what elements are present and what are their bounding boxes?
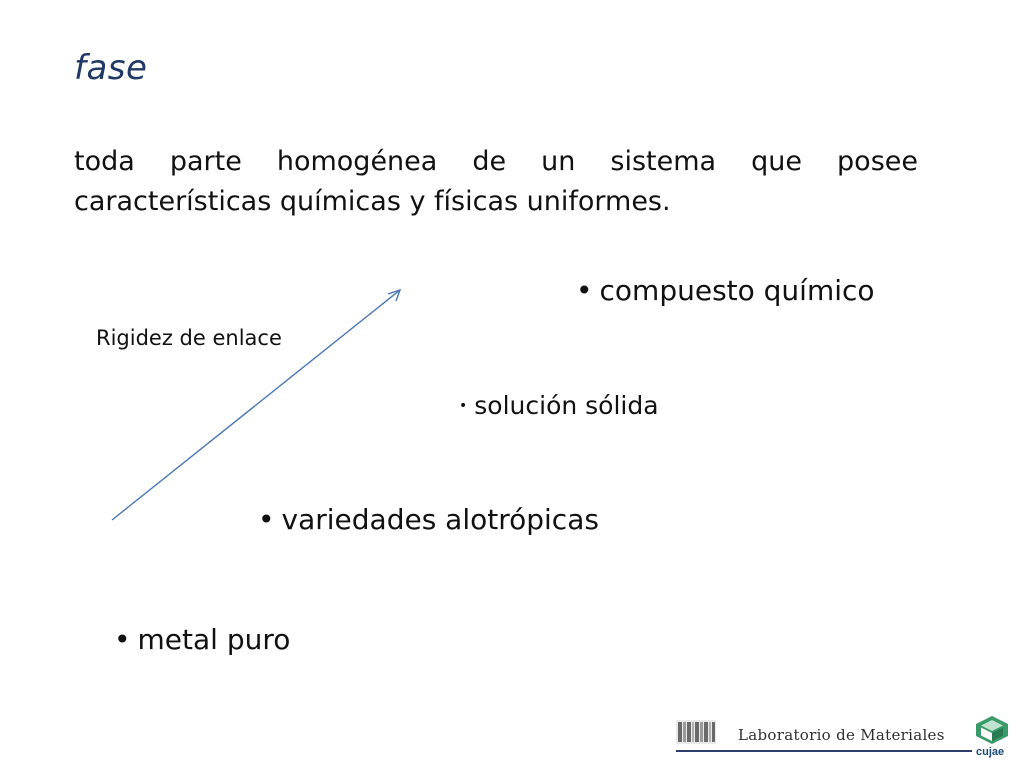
bullet-variedades-alotropicas: •variedades alotrópicas xyxy=(258,503,599,536)
arrowhead-icon xyxy=(387,288,402,302)
cujae-text: cujae xyxy=(976,746,1005,758)
bullet-label: compuesto químico xyxy=(599,274,875,307)
bullet-label: variedades alotrópicas xyxy=(281,503,599,536)
slide-title: fase xyxy=(74,48,148,88)
lm-logo-icon xyxy=(676,720,716,744)
bullet-compuesto-quimico: •compuesto químico xyxy=(576,274,875,307)
arrow-line xyxy=(111,289,401,521)
bullet-label: solución sólida xyxy=(474,391,659,420)
footer-branding: Laboratorio de Materiales cujae xyxy=(676,713,1018,759)
arrow-label: Rigidez de enlace xyxy=(96,326,282,350)
bullet-solucion-solida: • solución sólida xyxy=(459,391,659,420)
footer-rule xyxy=(676,750,972,752)
cujae-logo-icon xyxy=(976,716,1008,744)
lab-name: Laboratorio de Materiales xyxy=(738,726,945,744)
bullet-dot: • xyxy=(576,274,593,307)
definition-text: toda parte homogénea de un sistema que p… xyxy=(74,146,918,217)
bullet-label: metal puro xyxy=(137,623,291,656)
bullet-dot: • xyxy=(114,623,131,656)
bullet-dot: • xyxy=(459,398,468,414)
bullet-metal-puro: •metal puro xyxy=(114,623,290,656)
bullet-dot: • xyxy=(258,503,275,536)
